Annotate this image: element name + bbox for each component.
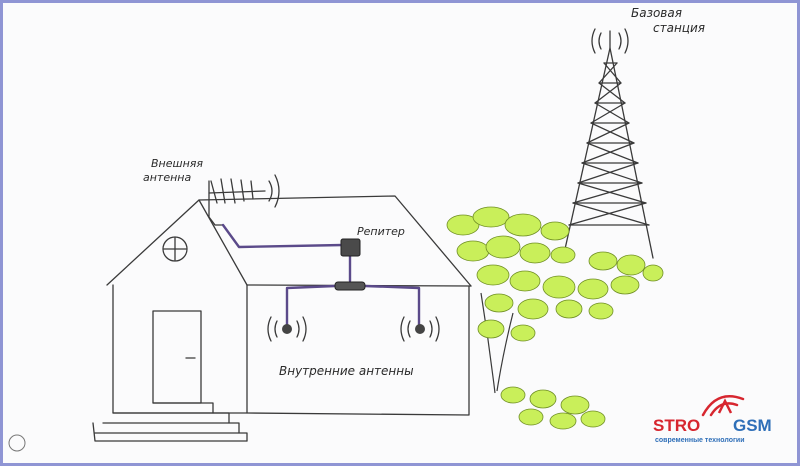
- tree: [446, 206, 664, 430]
- tower-signal-icon: [591, 28, 629, 54]
- internal-antenna-right-signal-icon: [400, 316, 440, 342]
- splitter: [334, 281, 366, 291]
- external-antenna: [208, 178, 266, 226]
- internal-antenna-right: [415, 324, 425, 334]
- front-door: [152, 310, 202, 404]
- cables: [221, 223, 421, 329]
- label-internal-antennas: Внутренние антенны: [279, 364, 414, 378]
- cable-antenna-to-repeater: [221, 223, 345, 249]
- logo-tagline: современные технологии: [655, 437, 745, 444]
- label-repeater: Репитер: [357, 225, 405, 238]
- house-roof-top: [198, 195, 472, 287]
- label-external-antenna-line1: Внешняя: [151, 157, 203, 170]
- repeater-box: [340, 238, 361, 257]
- house-side-wall: [246, 285, 470, 416]
- cable-splitter-left: [285, 284, 337, 329]
- internal-antenna-left: [282, 324, 292, 334]
- front-steps: [94, 402, 248, 442]
- cable-splitter-right: [363, 284, 421, 329]
- corner-mark-icon: [8, 434, 26, 452]
- gsm-repeater-scheme: Базовая станция Внешняя антенна Репитер …: [8, 6, 772, 452]
- round-window: [162, 236, 188, 262]
- house-roof: [106, 199, 248, 286]
- internal-antenna-left-signal-icon: [267, 316, 307, 342]
- house-base: [92, 422, 248, 442]
- strogsm-logo: STRO GSM современные технологии: [653, 395, 772, 444]
- label-external-antenna-line2: антенна: [143, 171, 191, 184]
- label-base-station-line2: станция: [653, 21, 705, 35]
- external-antenna-signal-icon: [268, 174, 280, 208]
- logo-text-left: STRO: [653, 416, 700, 435]
- label-base-station-line1: Базовая: [631, 6, 682, 20]
- logo-text-right: GSM: [733, 416, 772, 435]
- house-front-wall: [112, 284, 248, 414]
- house: [92, 195, 472, 442]
- cell-tower: [562, 30, 654, 259]
